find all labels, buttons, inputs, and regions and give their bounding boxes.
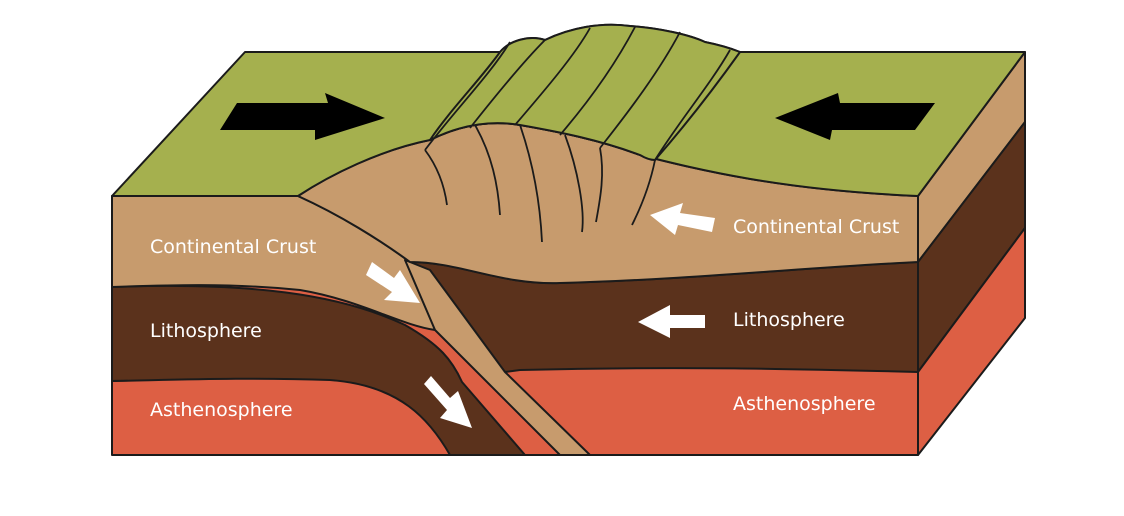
subducting-crust-sliver [404,259,591,456]
white-arrow-icon [366,262,420,303]
label-right-continental-crust: Continental Crust [733,216,899,238]
white-arrow-icon [650,203,715,235]
label-right-lithosphere: Lithosphere [733,309,845,331]
big-black-arrow-icon [775,93,935,140]
white-arrow-icon [638,305,705,338]
front-face [111,122,919,456]
big-black-arrow-icon [220,93,385,140]
label-left-continental-crust: Continental Crust [150,236,316,258]
ridge-lines [424,26,731,161]
label-left-asthenosphere: Asthenosphere [150,399,293,421]
left-lithosphere-layer [111,284,526,456]
white-arrow-icon [424,376,472,428]
label-left-lithosphere: Lithosphere [150,320,262,342]
motion-arrows [366,203,715,428]
mountain-ridge [429,23,741,161]
label-right-asthenosphere: Asthenosphere [733,393,876,415]
fold-lines [424,124,656,243]
top-surface [111,23,1026,197]
right-side-face [917,51,1026,456]
